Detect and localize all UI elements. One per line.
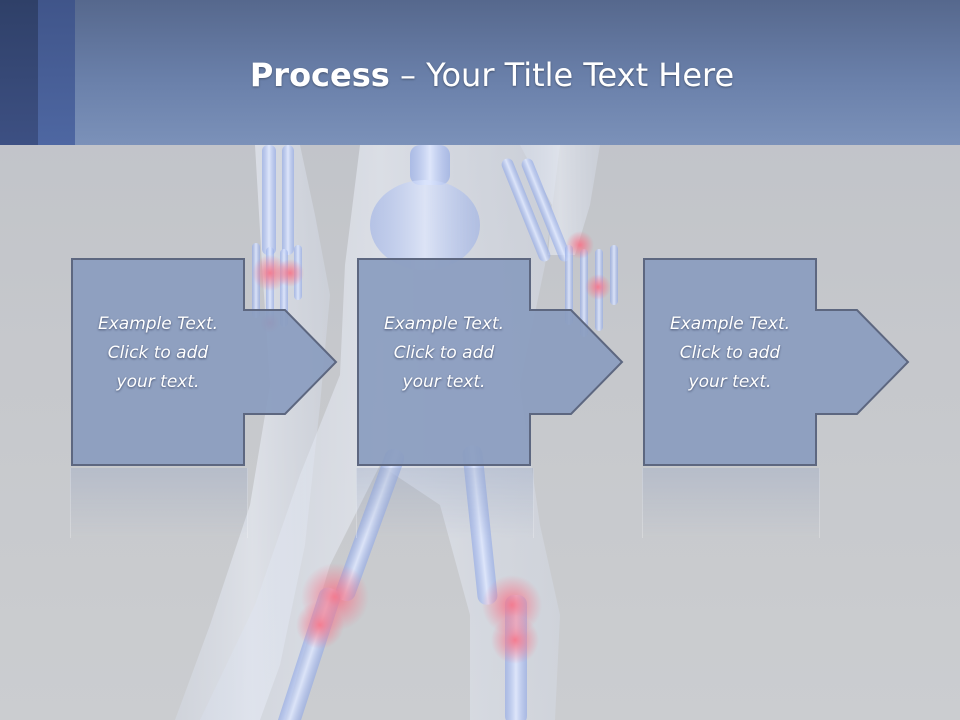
header-accent-mid [38, 0, 75, 145]
process-step-2[interactable]: Example Text. Click to add your text. [357, 258, 627, 468]
step-reflection [356, 468, 534, 538]
step-reflection [70, 468, 248, 538]
title-bold: Process [249, 56, 390, 94]
title-bar: Process – Your Title Text Here [0, 0, 960, 145]
step-text[interactable]: Example Text. Click to add your text. [97, 314, 219, 392]
title-rest: – Your Title Text Here [389, 56, 735, 94]
process-step-1[interactable]: Example Text. Click to add your text. [71, 258, 341, 468]
header-accent-dark [0, 0, 38, 145]
process-step-3[interactable]: Example Text. Click to add your text. [643, 258, 913, 468]
step-arrow-shape [71, 258, 338, 466]
step-reflection [642, 468, 820, 538]
step-arrow-shape [643, 258, 910, 466]
step-text[interactable]: Example Text. Click to add your text. [383, 314, 505, 392]
step-text[interactable]: Example Text. Click to add your text. [669, 314, 791, 392]
step-arrow-shape [357, 258, 624, 466]
slide-title[interactable]: Process – Your Title Text Here [0, 48, 960, 102]
